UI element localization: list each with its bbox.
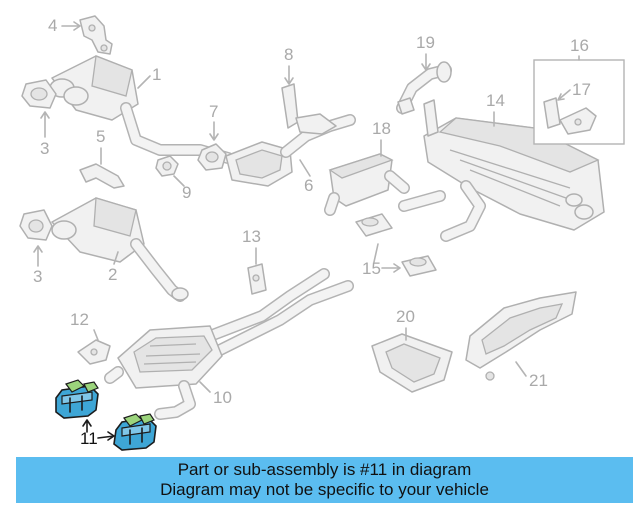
svg-text:21: 21: [529, 371, 548, 390]
callout-5: 5: [96, 127, 105, 165]
svg-text:9: 9: [182, 183, 191, 202]
svg-text:16: 16: [570, 36, 589, 55]
callout-7: 7: [209, 102, 219, 141]
part-19-tailpipe[interactable]: [396, 61, 452, 115]
svg-text:19: 19: [416, 33, 435, 52]
callout-3-upper: 3: [40, 111, 50, 158]
svg-text:11: 11: [80, 429, 98, 448]
callout-19: 19: [416, 33, 435, 71]
callout-21: 21: [515, 361, 548, 390]
svg-text:7: 7: [209, 102, 218, 121]
callout-6: 6: [299, 159, 313, 195]
svg-text:6: 6: [304, 176, 313, 195]
part-10-center-muffler[interactable]: [104, 268, 354, 420]
vehicle-fit-notice-banner: Part or sub-assembly is #11 in diagram D…: [16, 457, 633, 503]
banner-line-part: Part or sub-assembly is #11 in diagram: [177, 460, 472, 479]
svg-text:3: 3: [40, 139, 49, 158]
callout-12: 12: [70, 310, 99, 341]
part-12-hanger[interactable]: [77, 339, 111, 365]
svg-text:5: 5: [96, 127, 105, 146]
part-4-bracket[interactable]: [79, 15, 113, 55]
callout-4: 4: [48, 16, 81, 35]
svg-text:15: 15: [362, 259, 381, 278]
part-11-clamp-lower[interactable]: [113, 413, 157, 451]
part-5-bracket[interactable]: [79, 163, 125, 189]
part-11-clamp-upper[interactable]: [55, 379, 99, 419]
callout-14: 14: [486, 91, 505, 127]
callout-3-lower: 3: [33, 245, 43, 286]
callout-1: 1: [137, 65, 161, 89]
part-3-gasket-upper[interactable]: [21, 79, 57, 109]
part-15-clamp-lower[interactable]: [401, 255, 437, 277]
callout-16: 16: [570, 36, 589, 61]
callout-8: 8: [284, 45, 294, 85]
banner-line-disclaimer: Diagram may not be specific to your vehi…: [160, 480, 489, 499]
callout-10: 10: [199, 381, 232, 407]
svg-text:8: 8: [284, 45, 293, 64]
part-2-catalytic-converter[interactable]: [51, 197, 189, 302]
callout-13: 13: [242, 227, 261, 265]
svg-text:1: 1: [152, 65, 161, 84]
callout-11: 11: [80, 419, 115, 448]
part-1-catalytic-converter[interactable]: [49, 55, 234, 164]
part-7-gasket[interactable]: [197, 143, 227, 171]
callout-15: 15: [362, 243, 401, 278]
part-9-nut[interactable]: [155, 155, 179, 177]
svg-text:12: 12: [70, 310, 89, 329]
part-8-hanger[interactable]: [281, 83, 337, 135]
callout-9: 9: [173, 175, 191, 202]
callout-2: 2: [108, 251, 119, 284]
part-15-clamp-upper[interactable]: [355, 213, 393, 237]
svg-text:17: 17: [572, 80, 591, 99]
callout-20: 20: [396, 307, 415, 341]
part-16-hanger-assembly[interactable]: [533, 59, 625, 145]
svg-text:18: 18: [372, 119, 391, 138]
part-3-gasket-lower[interactable]: [19, 209, 53, 241]
svg-text:14: 14: [486, 91, 505, 110]
part-20-heat-shield[interactable]: [371, 333, 453, 393]
svg-text:10: 10: [213, 388, 232, 407]
svg-text:4: 4: [48, 16, 57, 35]
callout-18: 18: [372, 119, 391, 157]
part-14-rear-muffler[interactable]: [398, 99, 605, 242]
part-13-mount[interactable]: [247, 263, 267, 295]
svg-text:20: 20: [396, 307, 415, 326]
svg-text:13: 13: [242, 227, 261, 246]
exhaust-parts-diagram: 4 1 3 5 2: [19, 15, 625, 451]
part-21-heat-shield[interactable]: [465, 291, 577, 381]
part-18-resonator[interactable]: [324, 153, 410, 216]
svg-text:2: 2: [108, 265, 117, 284]
svg-text:3: 3: [33, 267, 42, 286]
callout-17: 17: [557, 80, 591, 101]
